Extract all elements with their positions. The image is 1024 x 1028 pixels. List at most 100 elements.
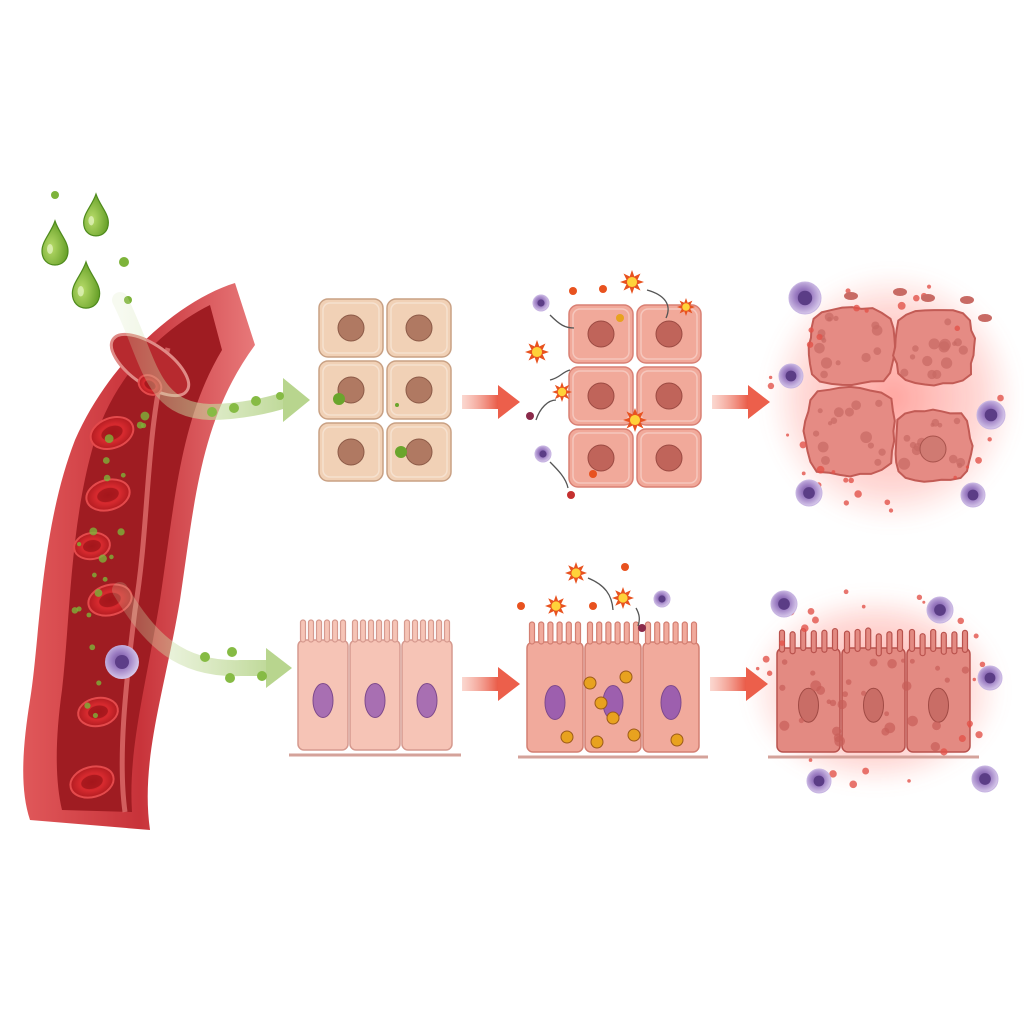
toxin-particle (96, 680, 101, 685)
toxin-particle (141, 412, 150, 421)
debris-spot (945, 678, 950, 683)
cell-nucleus (338, 439, 364, 465)
debris-spot (779, 685, 785, 691)
microvillus (646, 622, 651, 644)
debris-spot (962, 666, 969, 673)
cell-fragment (854, 490, 862, 498)
cell-fragment (997, 395, 1004, 402)
toxin-particle (89, 644, 95, 650)
cell-fragment (959, 735, 966, 742)
leukocyte-icon (796, 480, 822, 506)
debris-spot (833, 316, 838, 321)
damaged-organelle (628, 729, 640, 741)
microvillus (405, 620, 410, 642)
free-radical-particle (517, 602, 525, 610)
cell-nucleus (864, 688, 884, 722)
debris-spot (830, 700, 836, 706)
epithelium-stressed (517, 562, 708, 757)
leukocyte-icon (771, 591, 797, 617)
cell-fragment (817, 466, 825, 474)
toxin-particle (395, 446, 407, 458)
cell-fragment (973, 678, 976, 681)
toxin-particle (104, 475, 111, 482)
debris-spot (929, 338, 940, 349)
debris-spot (941, 357, 952, 368)
cell-fragment (768, 383, 774, 389)
microvillus (624, 622, 629, 644)
epithelial-cell (527, 622, 583, 752)
debris-spot (818, 408, 823, 413)
toxin-particle (117, 528, 124, 535)
debris-spot (814, 343, 825, 354)
epithelial-cell (402, 620, 452, 750)
debris-spot (818, 442, 829, 453)
cell-nucleus (406, 377, 432, 403)
microvillus (855, 629, 860, 651)
cell-fragment (898, 302, 906, 310)
cell-fragment (844, 589, 849, 594)
debris-spot (832, 727, 841, 736)
necrotic-cell (893, 310, 975, 385)
cell-nucleus (406, 315, 432, 341)
cell-nucleus (588, 445, 614, 471)
cell-fragment (922, 601, 925, 604)
cell-fragment (779, 640, 785, 646)
toxin-flow-arrowhead-bottom (266, 648, 292, 688)
starburst-icon (552, 382, 572, 402)
debris-spot (860, 431, 872, 443)
damaged-organelle (620, 671, 632, 683)
debris-spot (901, 659, 905, 663)
toxin-particle (93, 713, 98, 718)
cell-nucleus (661, 686, 681, 720)
debris-spot (910, 354, 915, 359)
microvillus (845, 631, 850, 653)
arrow-right-icon (462, 667, 520, 701)
droplet-icon (84, 194, 109, 236)
necrotic-cell (809, 307, 895, 385)
debris-spot (930, 423, 934, 427)
leukocyte-icon (977, 401, 1005, 429)
damaged-organelle (595, 697, 607, 709)
microvillus (333, 620, 338, 642)
leukocyte-icon (533, 295, 549, 311)
hepatocyte-cell (569, 429, 633, 487)
toxin-particle (276, 392, 284, 400)
cell-fragment (800, 441, 807, 448)
microvillus (557, 622, 562, 644)
microvillus (588, 622, 593, 644)
microvillus (931, 629, 936, 651)
starburst-icon (623, 408, 647, 432)
cell-fragment (975, 731, 982, 738)
damaged-organelle (561, 731, 573, 743)
cell-fragment (960, 296, 974, 304)
debris-spot (875, 400, 882, 407)
toxin-particle (105, 434, 114, 443)
microvillus (301, 620, 306, 642)
free-radical-particle (599, 285, 607, 293)
toxin-particle (77, 606, 82, 611)
hepatocyte-cell (319, 299, 383, 357)
cell-fragment (862, 605, 866, 609)
cell-fragment (808, 327, 813, 332)
leukocyte-nucleus (115, 655, 129, 669)
debris-spot (861, 691, 866, 696)
cell-nucleus (920, 436, 946, 462)
cell-fragment (884, 499, 890, 505)
free-radical-particle (621, 563, 629, 571)
debris-spot (816, 686, 825, 695)
debris-spot (831, 417, 838, 424)
starburst-icon (612, 587, 634, 609)
debris-spot (902, 681, 912, 691)
debris-spot (779, 721, 789, 731)
microvillus (361, 620, 366, 642)
free-radical-particle (589, 470, 597, 478)
cell-fragment (756, 667, 759, 670)
cell-fragment (809, 758, 813, 762)
free-radical-particle (567, 491, 575, 499)
debris-spot (878, 449, 885, 456)
leukocyte-icon (978, 666, 1002, 690)
microvillus (377, 620, 382, 642)
debris-spot (881, 728, 889, 736)
hepatocyte-cell (387, 361, 451, 419)
